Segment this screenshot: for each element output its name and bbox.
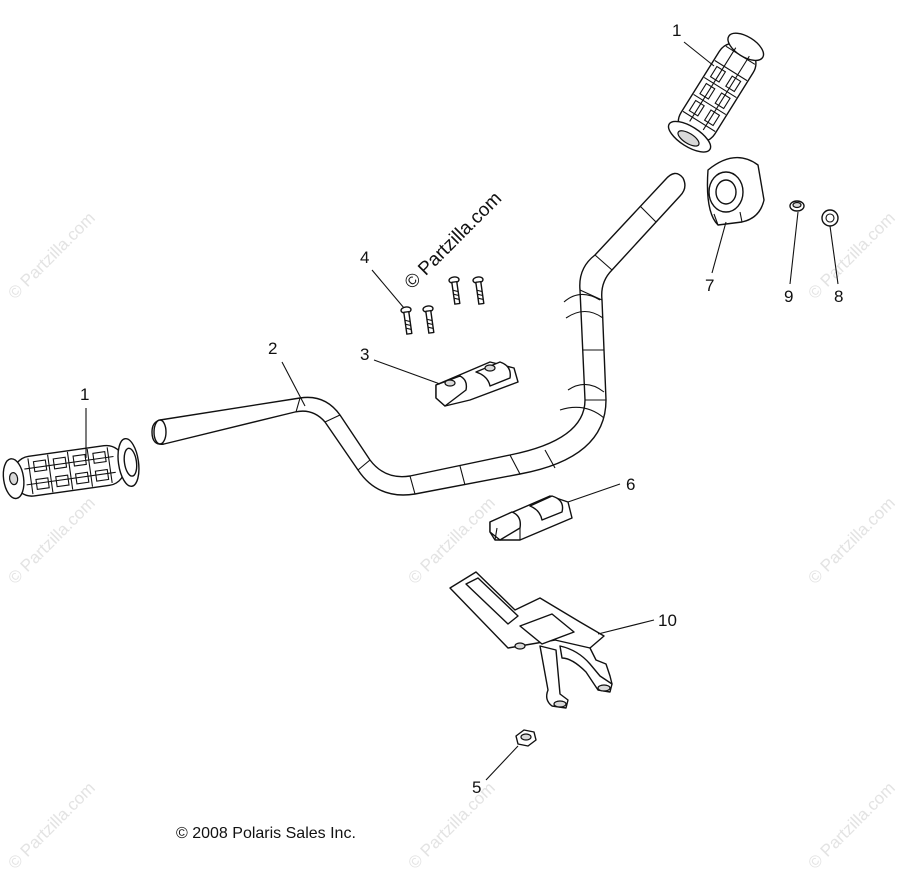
callout-4: 4 — [360, 248, 369, 267]
callout-3: 3 — [360, 345, 369, 364]
callout-10: 10 — [658, 611, 677, 630]
callout-6: 6 — [626, 475, 635, 494]
callout-2: 2 — [268, 339, 277, 358]
mounting-bracket-icon[interactable] — [449, 571, 613, 709]
watermark-text: © Partzilla.com — [404, 493, 498, 587]
watermark-text: © Partzilla.com — [404, 778, 498, 872]
callout-1-left: 1 — [80, 385, 89, 404]
plug-8-icon[interactable] — [821, 209, 839, 227]
bolt-icon[interactable] — [400, 276, 487, 335]
watermark-text: © Partzilla.com — [804, 493, 898, 587]
callout-9: 9 — [784, 287, 793, 306]
nut-icon[interactable] — [515, 729, 537, 747]
switch-housing-icon[interactable] — [706, 157, 765, 226]
watermark-text: © Partzilla.com — [4, 778, 98, 872]
callout-5: 5 — [472, 778, 481, 797]
leader-7 — [711, 221, 727, 274]
clamp-lower-icon[interactable] — [489, 495, 573, 541]
leader-2 — [281, 361, 306, 407]
callout-7: 7 — [705, 276, 714, 295]
callout-1-right: 1 — [672, 21, 681, 40]
leader-9 — [789, 211, 799, 285]
watermark-text: © Partzilla.com — [804, 208, 898, 302]
grip-right-icon[interactable] — [664, 26, 771, 158]
leader-3 — [373, 359, 441, 385]
grip-left-icon[interactable] — [0, 437, 141, 503]
watermark-text: © Partzilla.com — [4, 208, 98, 302]
plug-9-icon[interactable] — [789, 200, 805, 212]
leader-4 — [371, 269, 405, 309]
leader-1-right — [683, 41, 715, 67]
leader-6 — [567, 483, 621, 503]
leader-5 — [485, 745, 519, 781]
watermark-text: © Partzilla.com — [4, 493, 98, 587]
watermark-text: © Partzilla.com — [804, 778, 898, 872]
callout-8: 8 — [834, 287, 843, 306]
leader-8 — [829, 225, 839, 285]
leader-10 — [597, 619, 655, 635]
copyright-text: © 2008 Polaris Sales Inc. — [176, 825, 356, 842]
handlebar-icon[interactable] — [151, 172, 686, 496]
watermark-layer: © Partzilla.com © Partzilla.com © Partzi… — [4, 208, 898, 872]
clamp-upper-icon[interactable] — [435, 361, 519, 407]
